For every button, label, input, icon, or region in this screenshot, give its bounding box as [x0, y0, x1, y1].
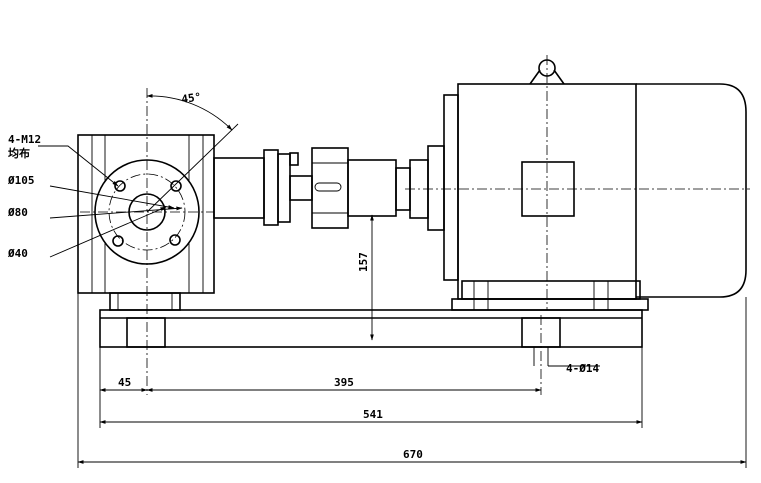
dim-395: 395	[334, 376, 354, 389]
dimension-lines	[77, 293, 747, 468]
label-bolts: 4-M12	[8, 133, 41, 146]
label-d105: Ø105	[7, 174, 35, 187]
dim-541: 541	[363, 408, 383, 421]
angle-dimension	[146, 93, 239, 213]
dim-670: 670	[403, 448, 423, 461]
leader-lines	[38, 145, 600, 367]
label-angle: 45°	[181, 90, 202, 106]
dim-45: 45	[118, 376, 131, 389]
label-holes: 4-Ø14	[566, 362, 599, 375]
label-bolts-sub: 均布	[8, 146, 30, 160]
base-frame	[99, 309, 643, 348]
label-height: 157	[357, 252, 370, 272]
motor	[405, 55, 750, 395]
shaft-coupling	[213, 147, 429, 229]
label-d80: Ø80	[7, 206, 28, 219]
label-d40: Ø40	[7, 247, 28, 260]
